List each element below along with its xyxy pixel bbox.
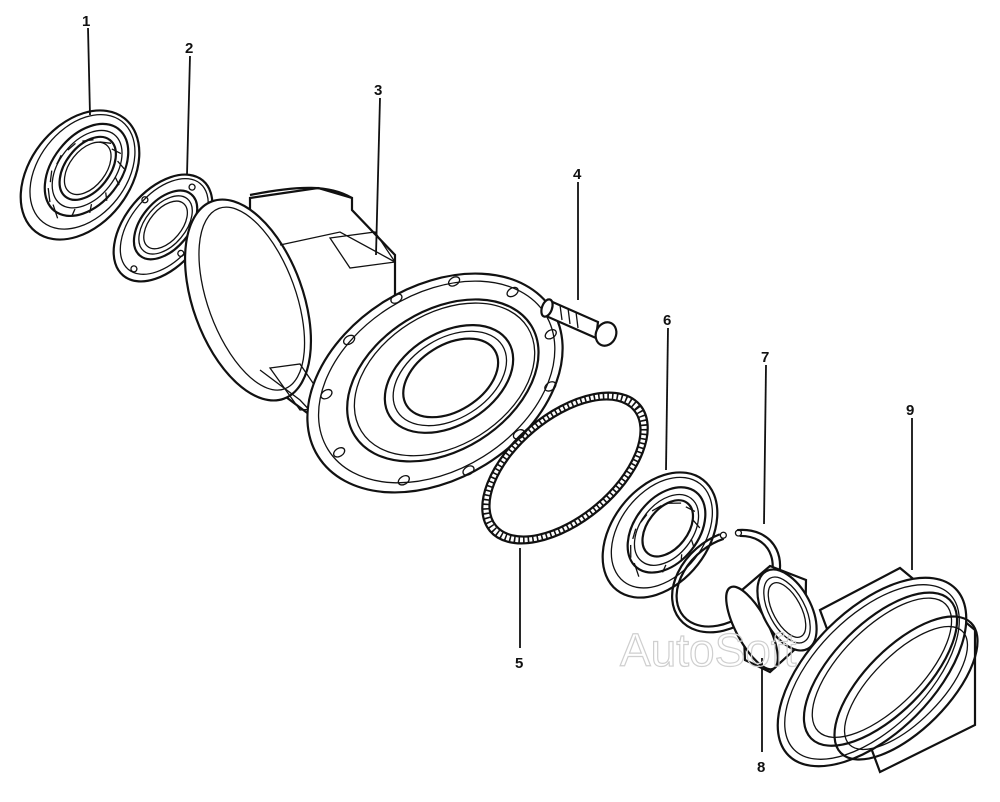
- part-label-6: 6: [663, 312, 671, 329]
- part-7-snap-ring: [671, 528, 782, 634]
- part-label-3: 3: [374, 82, 382, 99]
- part-4-stud: [540, 298, 618, 347]
- part-label-4: 4: [573, 166, 582, 183]
- part-label-5: 5: [515, 655, 523, 672]
- part-6-bearing: [601, 471, 719, 599]
- part-8-sleeve: [725, 564, 818, 674]
- part-label-2: 2: [185, 40, 193, 57]
- part-label-8: 8: [757, 759, 765, 776]
- part-label-1: 1: [82, 13, 90, 30]
- part-9-cap: [776, 566, 979, 774]
- part-3-hub: [183, 186, 564, 494]
- part-label-9: 9: [906, 402, 914, 419]
- part-label-7: 7: [761, 349, 769, 366]
- watermark: AutoSoft: [620, 624, 797, 676]
- part-1-bearing: [19, 109, 141, 241]
- leader-lines: [87, 27, 913, 752]
- part-5-abs-ring: [481, 391, 649, 545]
